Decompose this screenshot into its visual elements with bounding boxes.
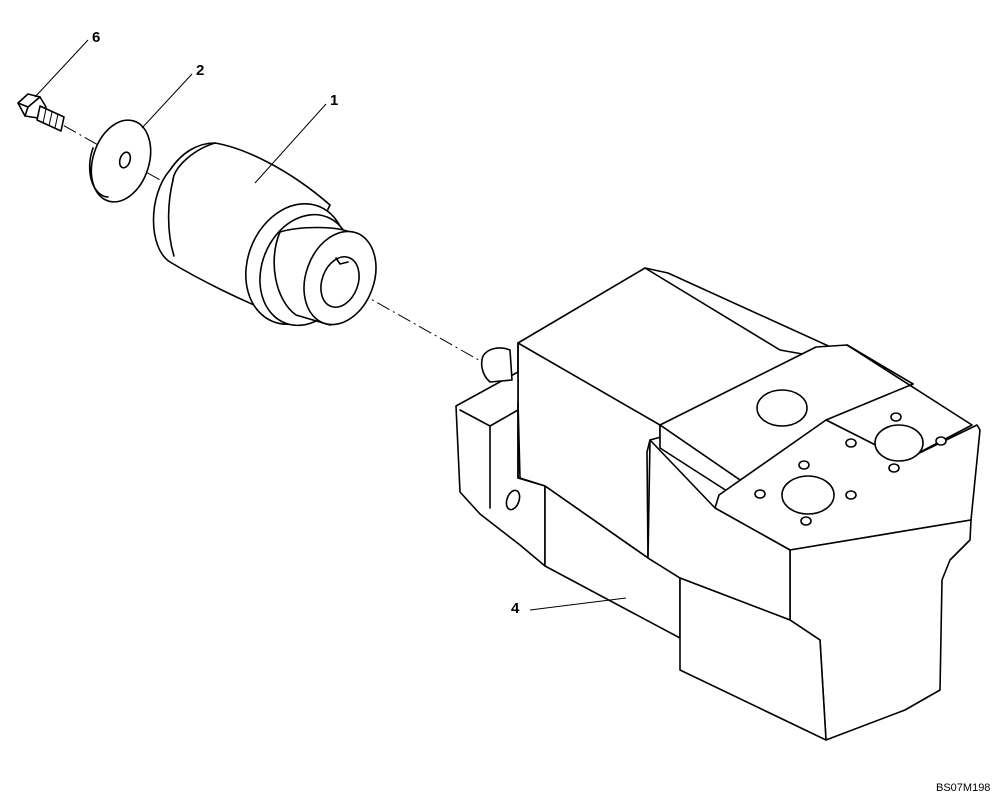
coupling-hub-part bbox=[152, 142, 377, 327]
leader-line-4 bbox=[529, 597, 627, 611]
reference-code: BS07M198 bbox=[936, 782, 990, 794]
hydraulic-motor-part bbox=[455, 267, 981, 741]
leader-line-6 bbox=[34, 39, 89, 98]
callout-label-1: 1 bbox=[330, 92, 338, 109]
callout-label-2: 2 bbox=[196, 62, 204, 79]
washer-part bbox=[88, 119, 152, 203]
leader-line-1 bbox=[254, 103, 327, 184]
bolt-part bbox=[17, 93, 65, 132]
leader-line-2 bbox=[141, 73, 193, 129]
callout-label-6: 6 bbox=[92, 29, 100, 46]
callout-label-4: 4 bbox=[511, 600, 520, 617]
